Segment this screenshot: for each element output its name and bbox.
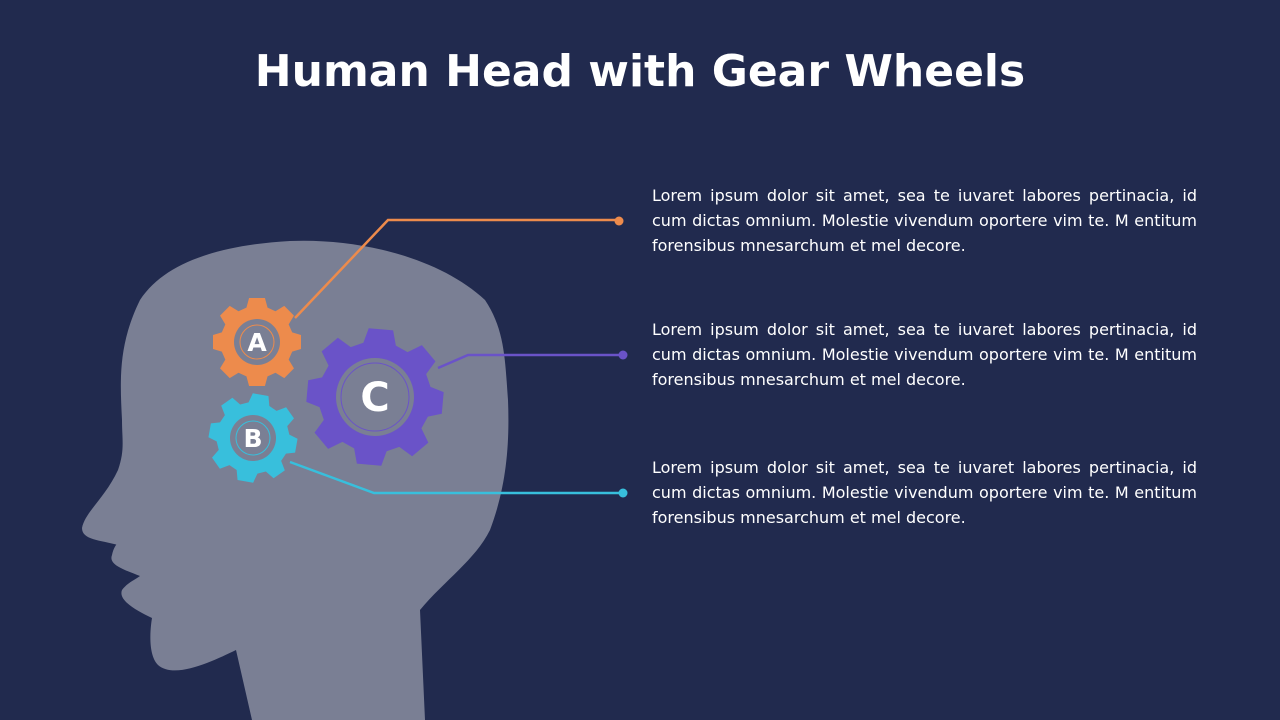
connector-c-dot [618, 350, 628, 360]
head-silhouette [82, 240, 509, 720]
page-title: Human Head with Gear Wheels [254, 46, 1026, 97]
gear-c-label: C [360, 375, 389, 421]
gear-c: C [301, 323, 449, 471]
gear-b: B [202, 387, 304, 489]
connector-a [294, 218, 619, 319]
gear-a-label: A [247, 328, 267, 357]
description-b: Lorem ipsum dolor sit amet, sea te iuvar… [652, 458, 1197, 527]
connector-a-dot [614, 216, 624, 226]
connector-b [289, 460, 623, 495]
description-a: Lorem ipsum dolor sit amet, sea te iuvar… [652, 186, 1197, 255]
description-c: Lorem ipsum dolor sit amet, sea te iuvar… [652, 320, 1197, 389]
gear-a: A [213, 298, 301, 386]
connector-c [437, 353, 623, 370]
gear-b-label: B [243, 424, 262, 453]
connector-b-dot [618, 488, 628, 498]
